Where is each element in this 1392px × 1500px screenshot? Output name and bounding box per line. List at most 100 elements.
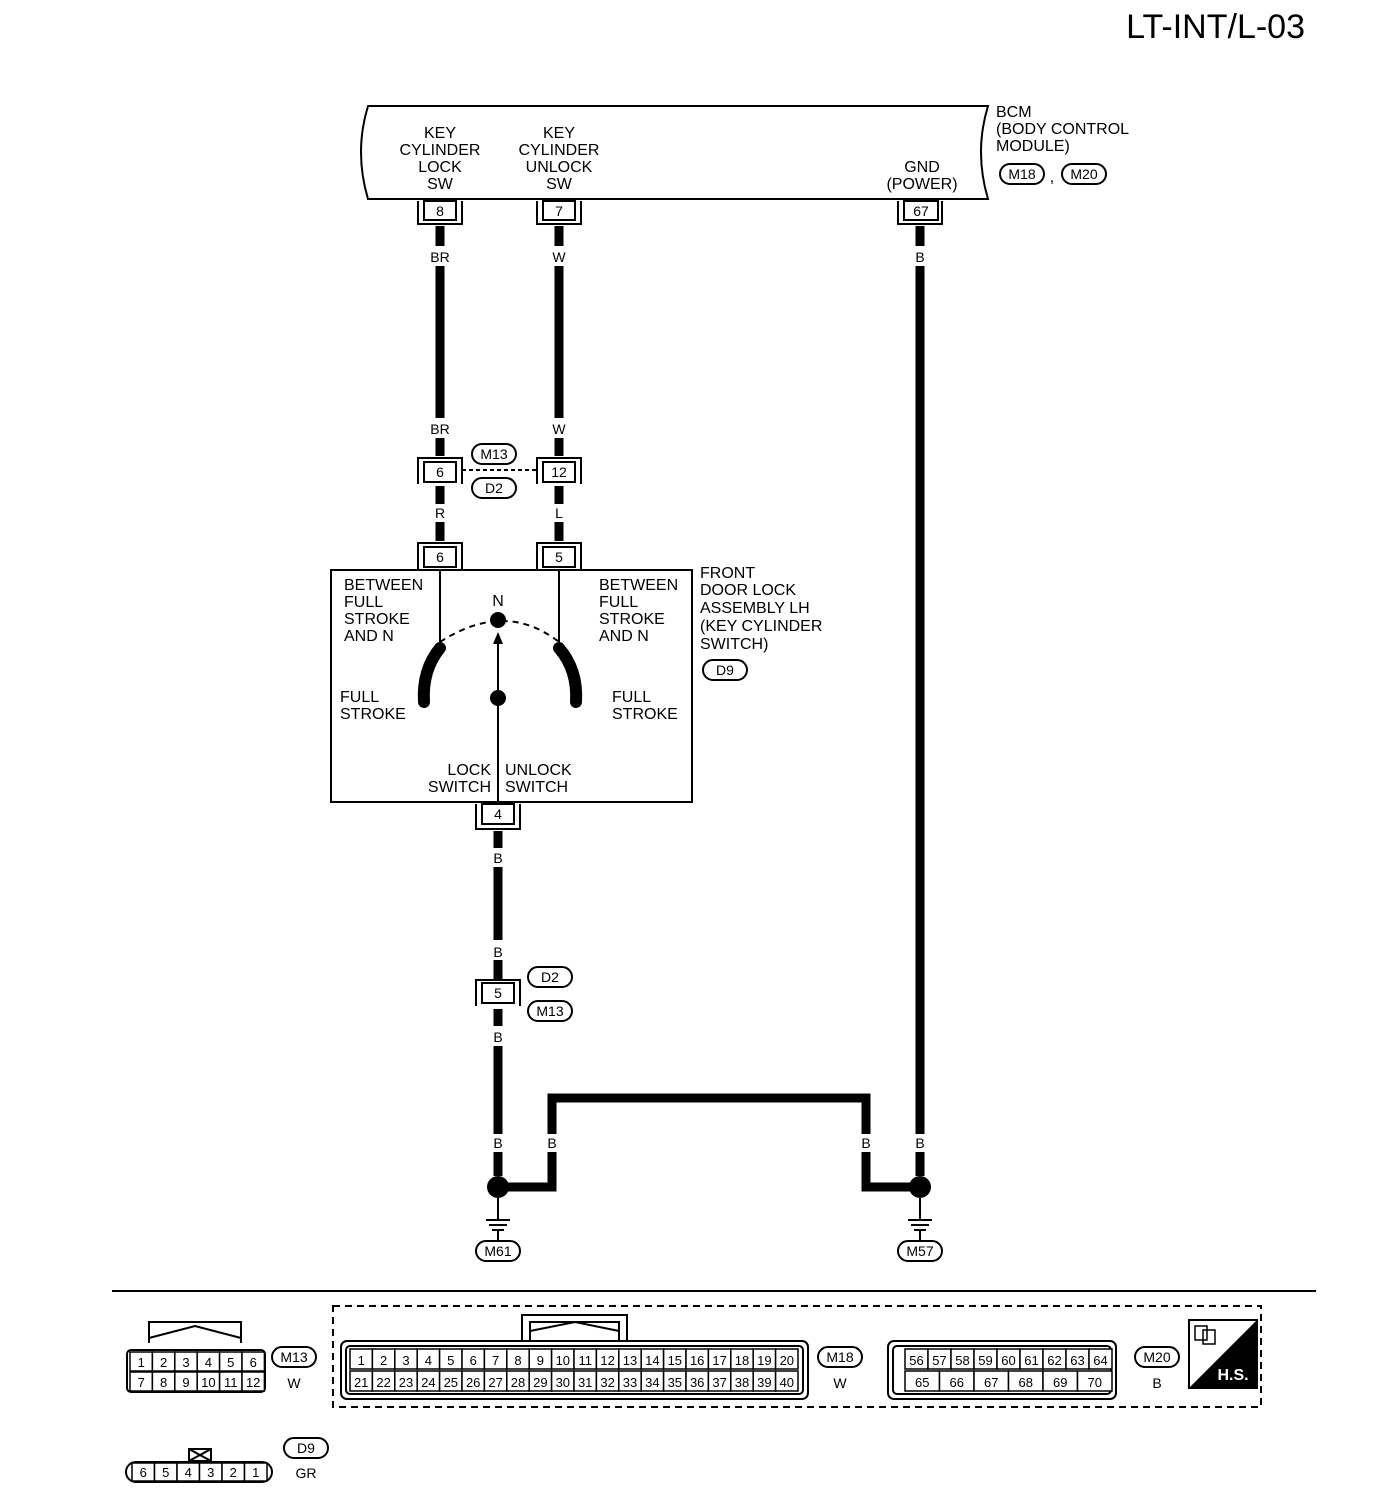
view-m18-pin-number: 24 — [421, 1375, 435, 1390]
view-m13-id: M13 — [280, 1349, 307, 1365]
bcm-name-1: BCM — [996, 104, 1032, 121]
door-lock-name-1: FRONT — [700, 565, 755, 582]
svg-text:67: 67 — [913, 203, 929, 219]
wire-b-label-4: B — [493, 1135, 502, 1151]
harness-dashed-region — [332, 1305, 1262, 1408]
bcm-name-2: (BODY CONTROL — [996, 121, 1129, 138]
view-m13-pin-number: 6 — [250, 1355, 257, 1370]
view-d9-pin-number: 6 — [140, 1465, 147, 1480]
bcm-pin-7: 7 — [536, 200, 582, 225]
ground-pass-pin-5: 5 — [494, 985, 502, 1001]
wire-b-label-3: B — [493, 1029, 502, 1045]
unlock-sw-label-4: SW — [546, 176, 573, 193]
unlock-sw-label-1: KEY — [543, 125, 575, 142]
view-d9-pin-number: 4 — [185, 1465, 192, 1480]
view-m18-pin-number: 33 — [623, 1375, 637, 1390]
view-m18-pin-number: 39 — [757, 1375, 771, 1390]
ground-pass-m13: M13 — [536, 1003, 563, 1019]
door-lock-name-2: DOOR LOCK — [700, 582, 796, 599]
wire-r: R — [435, 486, 445, 541]
lock-full-stroke-contact — [417, 642, 446, 708]
view-m18-pin-number: 5 — [447, 1353, 454, 1368]
wire-b-right-label-bottom: B — [915, 1135, 924, 1151]
right-full-2: STROKE — [612, 706, 678, 723]
view-m20-pin-number: 65 — [915, 1375, 929, 1390]
view-m13-pin-number: 9 — [182, 1375, 189, 1390]
view-m13-pin-number: 4 — [205, 1355, 212, 1370]
view-m20-pin-number: 63 — [1070, 1353, 1084, 1368]
view-d9-id: D9 — [297, 1440, 315, 1456]
view-m20-pin-number: 56 — [909, 1353, 923, 1368]
gnd-label-1: GND — [904, 159, 940, 176]
view-m20-pin-number: 69 — [1053, 1375, 1067, 1390]
view-m18-pin-number: 28 — [511, 1375, 525, 1390]
view-m18-pin-number: 40 — [780, 1375, 794, 1390]
view-m18-cell — [774, 1348, 799, 1370]
view-m18-pin-number: 37 — [712, 1375, 726, 1390]
joint-connector-d2: D2 — [485, 480, 503, 496]
view-m18-id: M18 — [826, 1349, 853, 1365]
door-lock-name-4: (KEY CYLINDER — [700, 618, 822, 635]
view-m20-pin-number: 64 — [1093, 1353, 1107, 1368]
view-m13-pin-number: 10 — [201, 1375, 215, 1390]
lock-sw-label-1: KEY — [424, 125, 456, 142]
view-m18-pin-number: 31 — [578, 1375, 592, 1390]
wire-br: BR BR — [430, 226, 450, 456]
lock-sw-label-4: SW — [427, 176, 454, 193]
view-m18-pin-number: 1 — [358, 1353, 365, 1368]
view-m18-pin-number: 26 — [466, 1375, 480, 1390]
wire-br-label-top: BR — [430, 249, 449, 265]
bcm-connector-separator: , — [1050, 169, 1054, 186]
wire-l-label: L — [555, 505, 563, 521]
unlock-switch-1: UNLOCK — [505, 762, 572, 779]
view-m18-pin-number: 18 — [735, 1353, 749, 1368]
view-m18-pin-number: 20 — [780, 1353, 794, 1368]
neutral-contact — [490, 612, 506, 628]
view-m18-pin-number: 23 — [399, 1375, 413, 1390]
left-full-2: STROKE — [340, 706, 406, 723]
wire-r-label: R — [435, 505, 445, 521]
wire-b-right-label-top: B — [915, 249, 924, 265]
view-d9-pin-number: 3 — [207, 1465, 214, 1480]
view-m18-pin-number: 27 — [488, 1375, 502, 1390]
view-m18-pin-number: 32 — [600, 1375, 614, 1390]
view-m18-color: W — [833, 1375, 847, 1391]
view-m13-cell — [241, 1371, 266, 1392]
wire-br-label-bottom: BR — [430, 421, 449, 437]
right-full-1: FULL — [612, 689, 651, 706]
ground-wiring: B B B B — [487, 1009, 931, 1198]
view-m20-pin-number: 61 — [1024, 1353, 1038, 1368]
view-m18-pin-number: 15 — [668, 1353, 682, 1368]
neutral-label: N — [492, 593, 504, 610]
view-m13-color: W — [287, 1375, 301, 1391]
bcm-connector-m20: M20 — [1070, 166, 1097, 182]
unlock-sw-label-3: UNLOCK — [526, 159, 593, 176]
view-m18-pin-number: 38 — [735, 1375, 749, 1390]
ground-m57: M57 — [906, 1243, 933, 1259]
wire-b-label-5: B — [547, 1135, 556, 1151]
view-d9-pin-number: 1 — [252, 1465, 259, 1480]
view-m18-pin-number: 35 — [668, 1375, 682, 1390]
view-m18-pin-number: 36 — [690, 1375, 704, 1390]
view-m13-pin-number: 12 — [246, 1375, 260, 1390]
page-code: LT-INT/L-03 — [1126, 8, 1305, 46]
view-m18-pin-number: 10 — [556, 1353, 570, 1368]
ground-symbol-left: M61 — [475, 1198, 521, 1262]
wire-b-door-ground: B B — [493, 831, 503, 979]
door-lock-assembly: 6 5 BETWEEN FULL STROKE AND N BETWEEN FU… — [330, 542, 822, 830]
bcm-box: BCM (BODY CONTROL MODULE) M18 , M20 KEY … — [360, 104, 1129, 200]
view-m18-pin-number: 29 — [533, 1375, 547, 1390]
door-lock-connector-d9: D9 — [716, 662, 734, 678]
wire-w-label-bottom: W — [552, 421, 566, 437]
view-m18-pin-number: 34 — [645, 1375, 659, 1390]
view-m18-pin-number: 8 — [514, 1353, 521, 1368]
view-m18-pin-number: 17 — [712, 1353, 726, 1368]
view-m20-cell — [1076, 1370, 1113, 1392]
switch-arrow — [493, 632, 503, 644]
view-m18-pin-number: 25 — [444, 1375, 458, 1390]
view-m13-cell — [241, 1351, 266, 1372]
